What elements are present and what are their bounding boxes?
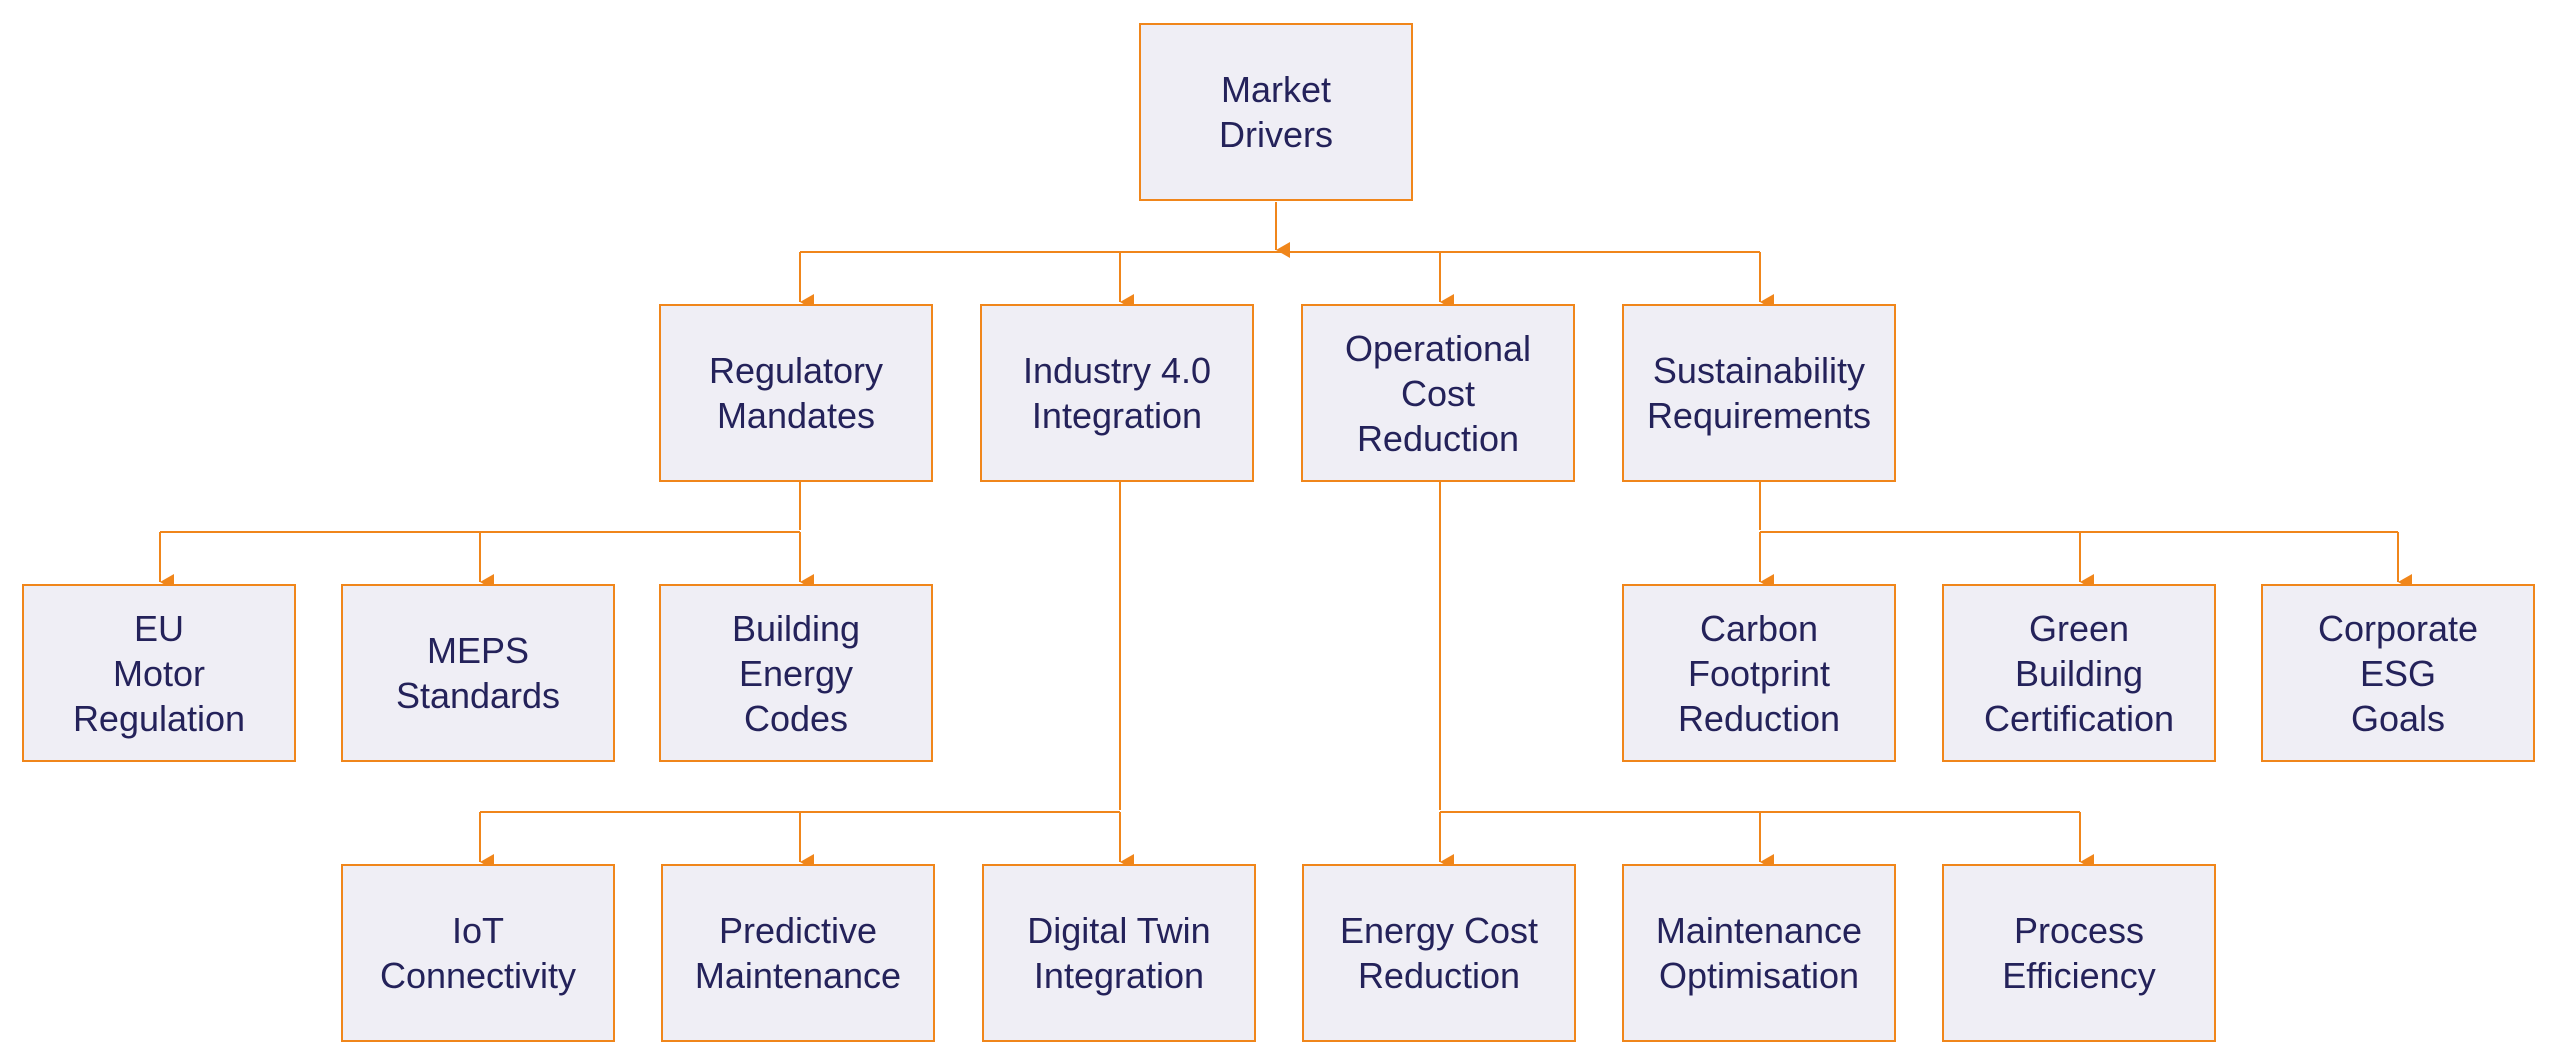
node-predictive-maintenance: Predictive Maintenance <box>661 864 935 1042</box>
node-energy-cost-reduction: Energy Cost Reduction <box>1302 864 1576 1042</box>
node-label: Carbon Footprint Reduction <box>1677 607 1841 739</box>
node-label: Sustainability Requirements <box>1646 350 1872 436</box>
node-label: Regulatory Mandates <box>708 350 884 436</box>
node-green-building-certification: Green Building Certification <box>1942 584 2216 762</box>
node-maintenance-optimisation: Maintenance Optimisation <box>1622 864 1896 1042</box>
node-label: EU Motor Regulation <box>72 607 246 739</box>
node-label: Industry 4.0 Integration <box>1022 350 1212 436</box>
node-corporate-esg-goals: Corporate ESG Goals <box>2261 584 2535 762</box>
node-label: Green Building Certification <box>1983 607 2175 739</box>
node-iot-connectivity: IoT Connectivity <box>341 864 615 1042</box>
node-market-drivers: Market Drivers <box>1139 23 1413 201</box>
node-label: Energy Cost Reduction <box>1339 910 1539 996</box>
node-process-efficiency: Process Efficiency <box>1942 864 2216 1042</box>
node-label: Corporate ESG Goals <box>2317 607 2479 739</box>
node-operational-cost-reduction: Operational Cost Reduction <box>1301 304 1575 482</box>
node-carbon-footprint-reduction: Carbon Footprint Reduction <box>1622 584 1896 762</box>
node-eu-motor-regulation: EU Motor Regulation <box>22 584 296 762</box>
node-label: Digital Twin Integration <box>1027 910 1211 996</box>
node-building-energy-codes: Building Energy Codes <box>659 584 933 762</box>
node-label: IoT Connectivity <box>379 910 577 996</box>
node-industry-40-integration: Industry 4.0 Integration <box>980 304 1254 482</box>
node-meps-standards: MEPS Standards <box>341 584 615 762</box>
node-label: Maintenance Optimisation <box>1655 910 1863 996</box>
node-sustainability-requirements: Sustainability Requirements <box>1622 304 1896 482</box>
node-label: MEPS Standards <box>395 630 561 716</box>
node-label: Predictive Maintenance <box>694 910 902 996</box>
node-label: Operational Cost Reduction <box>1344 327 1532 459</box>
node-digital-twin-integration: Digital Twin Integration <box>982 864 1256 1042</box>
node-label: Building Energy Codes <box>731 607 861 739</box>
node-label: Process Efficiency <box>2002 910 2156 996</box>
node-regulatory-mandates: Regulatory Mandates <box>659 304 933 482</box>
node-label: Market Drivers <box>1219 69 1333 155</box>
